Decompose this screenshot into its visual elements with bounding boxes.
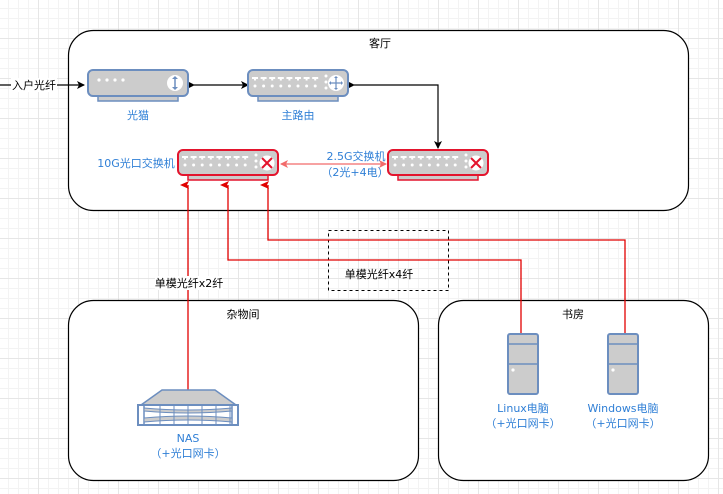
status-led-icon [254,153,258,157]
edge-switch10g-windows[interactable] [260,181,626,334]
device-optical-modem[interactable]: 光猫 [87,69,189,122]
device-label-switch-25g-line1: 2.5G交换机 [326,149,385,163]
port-icon [242,156,249,160]
port-icon [303,77,310,81]
port-icon [286,77,293,81]
device-nas[interactable]: NAS （+光口网卡） [137,389,239,460]
room-living-room[interactable]: 客厅 [67,29,690,212]
status-led-icon [464,153,468,157]
port-icon [252,77,258,81]
port-led-icon [436,163,440,167]
port-icon [312,77,319,81]
port-led-icon [313,84,317,88]
port-led-icon [445,163,449,167]
port-led-icon [209,163,213,167]
port-led-icon [287,84,291,88]
port-icon [295,77,301,81]
edge-label-fiber-x4: 单模光纤x4纤 [345,267,414,281]
room-label-storage: 杂物间 [227,307,260,321]
port-led-icon [419,163,423,167]
drive-bays-icon [159,406,231,424]
room-label-living-room: 客厅 [369,36,391,50]
device-main-router[interactable]: 主路由 [247,69,349,122]
port-led-icon [393,163,397,167]
port-led-icon [453,163,457,167]
room-label-study: 书房 [562,308,584,321]
port-led-icon [253,84,257,88]
port-icon [199,156,206,160]
port-led-icon [217,163,221,167]
device-label-windows-line2: （+光口网卡） [585,416,660,430]
device-label-switch-10g: 10G光口交换机 [97,156,175,170]
status-led-icon [464,165,468,169]
ethernet-ports-icon [392,153,468,169]
port-icon [216,156,223,160]
device-label-windows-line1: Windows电脑 [587,402,658,415]
port-icon [277,77,284,81]
device-label-main-router: 主路由 [282,108,315,122]
switch-cross-icon [468,155,484,171]
port-icon [207,156,214,160]
port-led-icon [243,163,247,167]
edge-label-incoming-fiber: 入户光纤 [12,78,56,92]
port-led-icon [296,84,300,88]
edge-switch10g-linux[interactable] [220,181,522,334]
status-led-icon [464,159,468,163]
port-led-icon [226,163,230,167]
port-led-icon [427,163,431,167]
port-icon [225,156,231,160]
port-icon [269,77,276,81]
status-led-icon [324,80,328,84]
port-icon [435,156,441,160]
device-label-linux-line2: （+光口网卡） [485,416,560,430]
port-icon [190,156,197,160]
device-label-linux-line1: Linux电脑 [497,402,549,415]
status-led-icon [324,74,328,78]
port-icon [182,156,188,160]
device-switch-25g[interactable]: 2.5G交换机 （2光+4电） [321,149,489,181]
device-label-switch-25g-line2: （2光+4电） [321,165,388,179]
room-study[interactable]: 书房 [437,299,710,482]
port-led-icon [192,163,196,167]
port-icon [260,77,267,81]
port-led-icon [402,163,406,167]
port-icon [443,156,450,160]
port-led-icon [262,84,266,88]
device-windows-pc[interactable]: Windows电脑 （+光口网卡） [585,333,661,430]
port-icon [392,156,398,160]
port-icon [452,156,459,160]
updown-arrow-icon [167,75,183,91]
device-label-nas-line1: NAS [177,432,200,445]
port-led-icon [279,84,283,88]
room-storage[interactable]: 杂物间 [67,299,420,482]
device-switch-10g[interactable]: 10G光口交换机 [97,149,279,181]
status-led-icon [254,165,258,169]
router-arrows-icon [328,75,344,91]
status-led-icon [97,78,125,82]
device-label-nas-line2: （+光口网卡） [150,446,225,460]
ethernet-ports-icon [182,153,258,169]
port-icon [400,156,407,160]
device-label-optical-modem: 光猫 [127,108,149,122]
port-icon [233,156,240,160]
edge-router-switch25g[interactable] [347,81,442,149]
port-led-icon [200,163,204,167]
ethernet-ports-icon [252,74,328,90]
port-icon [417,156,424,160]
switch-cross-icon [259,155,275,171]
port-led-icon [410,163,414,167]
port-icon [409,156,416,160]
status-led-icon [324,86,328,90]
port-led-icon [183,163,187,167]
port-icon [426,156,433,160]
device-linux-pc[interactable]: Linux电脑 （+光口网卡） [485,333,561,430]
port-led-icon [235,163,239,167]
port-led-icon [270,84,274,88]
status-led-icon [254,159,258,163]
edge-label-fiber-x2: 单模光纤x2纤 [155,276,224,290]
port-led-icon [305,84,309,88]
